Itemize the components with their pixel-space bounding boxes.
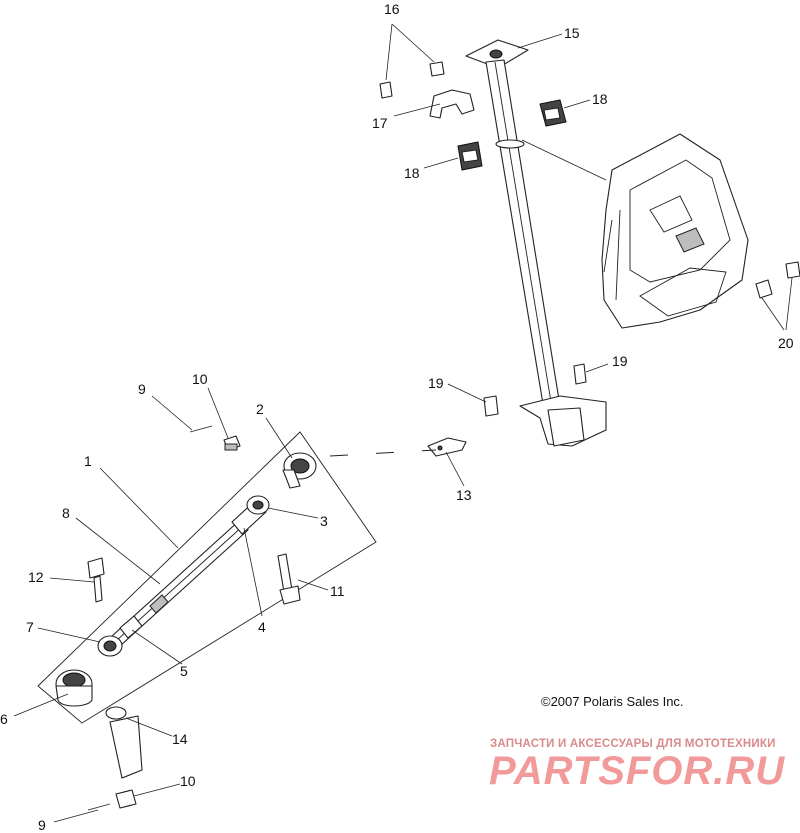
cotter-pin-upper	[189, 425, 213, 433]
callout-12: 12	[28, 569, 44, 585]
alignment-line	[329, 449, 437, 457]
callout-14: 14	[172, 731, 188, 747]
callout-2: 2	[256, 401, 264, 417]
callout-18-right: 18	[592, 91, 608, 107]
callout-10-lower: 10	[180, 773, 196, 789]
bearing-7	[97, 635, 123, 657]
nut-lower	[115, 789, 137, 809]
callout-9-lower: 9	[38, 817, 46, 833]
callout-1: 1	[84, 453, 92, 469]
callout-3: 3	[320, 513, 328, 529]
bolt-11	[277, 553, 301, 605]
clip-18a	[539, 99, 567, 127]
bolt-12	[87, 557, 105, 603]
bracket-13	[427, 437, 467, 457]
bolt-16a	[379, 81, 393, 99]
callout-17: 17	[372, 115, 388, 131]
watermark-logo: PARTSFOR.RU	[489, 749, 786, 793]
callout-20: 20	[778, 335, 794, 351]
callout-5: 5	[180, 663, 188, 679]
boot-14	[105, 706, 143, 779]
callout-13: 13	[456, 487, 472, 503]
callout-4: 4	[258, 619, 266, 635]
callout-19-left: 19	[428, 375, 444, 391]
lower-yoke	[55, 669, 93, 707]
callout-18-left: 18	[404, 165, 420, 181]
callout-6: 6	[0, 711, 8, 727]
nut-20a	[755, 279, 773, 299]
sub-assembly-outline	[37, 431, 377, 724]
clip-18b	[457, 141, 483, 171]
watermark-tagline: ЗАПЧАСТИ И АКСЕССУАРЫ ДЛЯ МОТОТЕХНИКИ	[490, 738, 776, 750]
upper-yoke	[282, 452, 317, 489]
callout-15: 15	[564, 25, 580, 41]
callout-11: 11	[330, 583, 345, 599]
copyright-notice: ©2007 Polaris Sales Inc.	[541, 694, 684, 709]
callout-19-right: 19	[612, 353, 628, 369]
callout-16: 16	[384, 1, 400, 17]
bearing-3	[246, 495, 270, 515]
bolt-19b	[573, 363, 587, 385]
callout-7: 7	[26, 619, 34, 635]
callout-10-upper: 10	[192, 371, 208, 387]
bolt-16b	[429, 61, 445, 77]
steering-column	[465, 39, 607, 447]
nut-upper	[223, 435, 241, 451]
nut-20b	[785, 261, 800, 279]
clamp-17	[429, 89, 475, 119]
callout-8: 8	[62, 505, 70, 521]
cotter-pin-lower	[87, 803, 111, 811]
bolt-19a	[483, 395, 499, 417]
callout-9-upper: 9	[138, 381, 146, 397]
leader-lines	[13, 23, 793, 823]
dash-panel	[601, 133, 749, 329]
